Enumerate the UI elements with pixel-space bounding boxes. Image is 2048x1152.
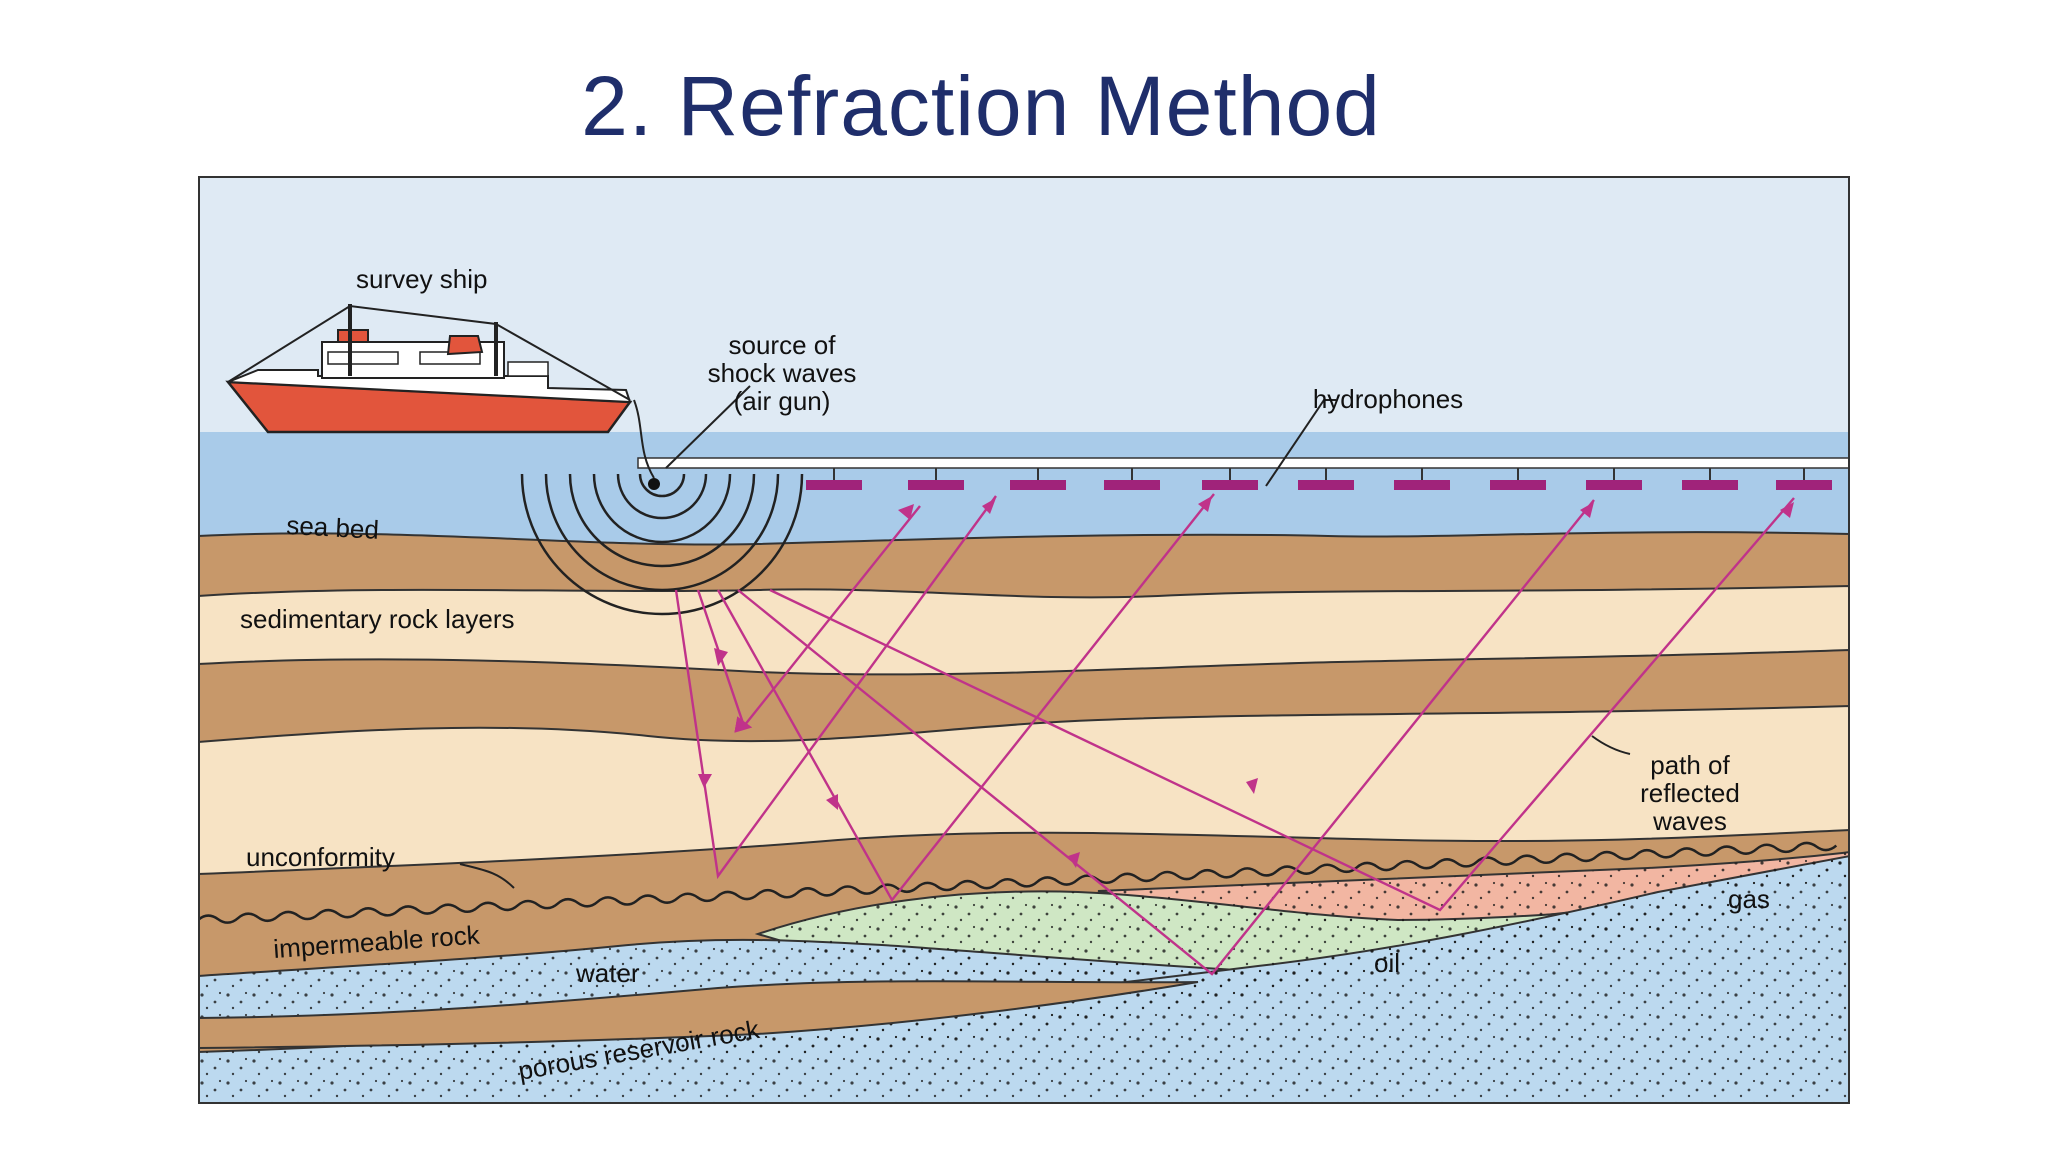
hydrophones-label: hydrophones <box>1313 384 1463 414</box>
slide-title: 2. Refraction Method <box>581 59 1381 153</box>
hydrophone-drops <box>833 468 1805 480</box>
hydrophone <box>1298 480 1354 490</box>
hydrophone <box>908 480 964 490</box>
air-gun <box>648 478 660 490</box>
hydrophone-array <box>806 480 1832 490</box>
gas-label: gas <box>1728 884 1770 914</box>
ray-arrows <box>698 496 1794 868</box>
oil-label: oil <box>1374 948 1400 978</box>
reservoir-separator <box>198 980 1199 1050</box>
unconformity-line <box>198 841 1838 924</box>
unconformity-label: unconformity <box>246 842 395 872</box>
survey-ship-label: survey ship <box>356 264 488 294</box>
hydrophone <box>1682 480 1738 490</box>
ray-path <box>716 493 1215 903</box>
hydrophone <box>1394 480 1450 490</box>
path-label-line2: reflected <box>1640 778 1740 808</box>
hydrophone <box>1586 480 1642 490</box>
ray-path <box>737 499 1595 976</box>
hydrophone <box>1010 480 1066 490</box>
ray-path <box>674 495 997 880</box>
hydrophone-cable <box>637 457 1850 469</box>
diagram-frame <box>198 176 1850 1104</box>
source-label-line2: shock waves <box>708 358 857 388</box>
sedimentary-label: sedimentary rock layers <box>240 604 515 634</box>
source-label-line1: source of <box>729 330 837 360</box>
seismic-rays <box>674 493 1795 976</box>
ray-path <box>696 505 921 733</box>
path-label-line3: waves <box>1652 806 1727 836</box>
shock-wave-rings <box>520 473 804 616</box>
air-gun-tow-line <box>633 399 655 479</box>
hydrophone <box>1776 480 1832 490</box>
hydrophone <box>1104 480 1160 490</box>
ray-path <box>769 497 1795 912</box>
hydrophone <box>806 480 862 490</box>
hydrophone <box>1490 480 1546 490</box>
porous-texture <box>198 856 1850 1104</box>
sea-bed-label: sea bed <box>286 510 380 545</box>
hydrophone <box>1202 480 1258 490</box>
gas-texture <box>1098 852 1850 925</box>
water-label: water <box>575 958 640 988</box>
seismic-survey-diagram: survey ship source of shock waves (air g… <box>198 176 1850 1104</box>
path-label-line1: path of <box>1650 750 1730 780</box>
label-leaders <box>459 385 1631 889</box>
source-label-line3: (air gun) <box>734 386 831 416</box>
survey-ship <box>225 304 633 434</box>
